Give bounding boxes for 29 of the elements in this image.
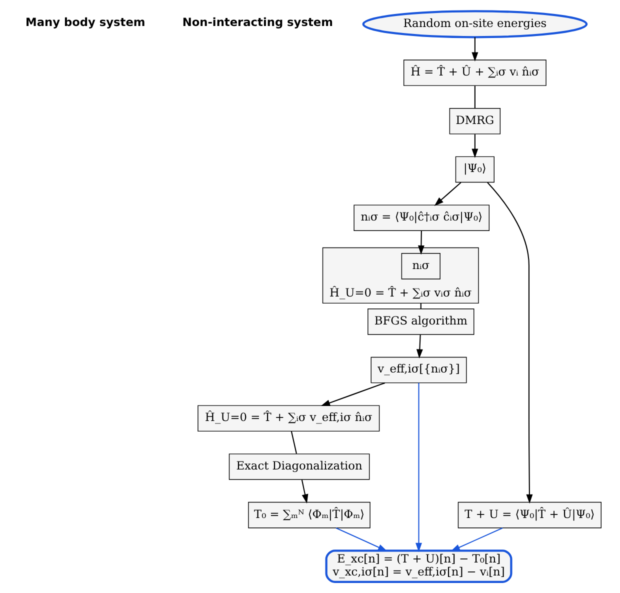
node-box: |Ψ₀⟩ — [454, 156, 494, 183]
connector — [420, 303, 421, 309]
node-ellipse: Random on-site energies — [362, 10, 588, 38]
node-box: v_eff,iσ[{nᵢσ}] — [370, 356, 466, 384]
node-box: Ĥ = T̂ + Û + ∑ᵢσ vᵢ n̂ᵢσ — [402, 60, 546, 86]
node-box: nᵢσ — [400, 253, 440, 280]
label: Non-interacting system — [182, 15, 332, 30]
node-box: E_xc[n] = (T + U)[n] − T₀[n] v_xc,iσ[n] = v_eff,iσ[n] − vᵢ[n] — [324, 550, 512, 583]
node-box: T + U = ⟨Ψ₀|T̂ + Û|Ψ₀⟩ — [457, 502, 601, 528]
node-box: Exact Diagonalization — [228, 454, 370, 480]
arrow — [434, 182, 461, 206]
arrow — [486, 182, 532, 504]
node-box: nᵢσ = ⟨Ψ₀|ĉ†ᵢσ ĉᵢσ|Ψ₀⟩ — [353, 204, 490, 231]
arrow — [450, 527, 502, 552]
arrow — [335, 527, 387, 552]
arrow — [320, 382, 385, 406]
connector — [290, 431, 296, 454]
connector — [474, 86, 475, 108]
node-box: BFGS algorithm — [367, 308, 474, 335]
node-box: T₀ = ∑ₘᴺ ⟨Φₘ|T̂|Φₘ⟩ — [248, 502, 370, 528]
arrow — [300, 480, 308, 504]
arrow — [471, 134, 478, 158]
arrow — [471, 37, 478, 62]
arrow — [415, 382, 422, 552]
label: Many body system — [25, 15, 145, 30]
arrow — [416, 334, 422, 358]
arrow — [417, 230, 424, 255]
node-box: Ĥ_U=0 = T̂ + ∑ᵢσ v_eff,iσ n̂ᵢσ — [197, 405, 380, 432]
node-box: DMRG — [448, 108, 500, 134]
